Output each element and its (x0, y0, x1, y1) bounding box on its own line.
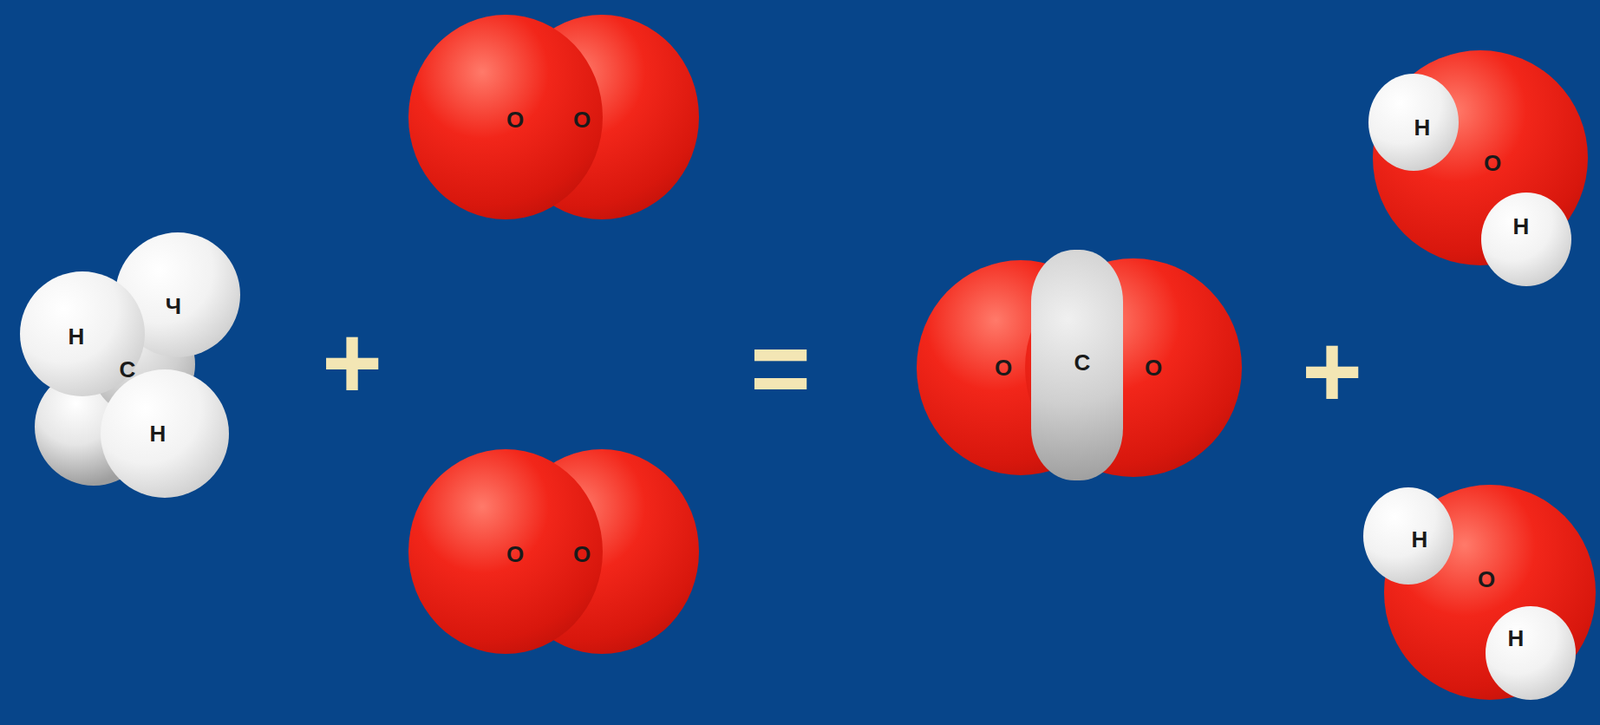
atom-symbol: H (1513, 215, 1530, 238)
atom-symbol: O (1483, 151, 1502, 175)
hydrogen-atom: H (1363, 487, 1454, 585)
atom-symbol: C (1074, 351, 1091, 374)
hydrogen-atom: H (1485, 606, 1576, 700)
hydrogen-atom: H (1368, 73, 1459, 171)
operator-holder: + (1280, 310, 1385, 432)
atom-symbol: H (1414, 116, 1431, 139)
atom-symbol: H (1411, 528, 1429, 551)
atom-symbol: O (506, 542, 524, 566)
atom-symbol: H (68, 325, 85, 348)
atom-symbol: O (1477, 568, 1496, 591)
atom-symbol: O (573, 542, 591, 566)
atom-symbol: O (506, 108, 524, 131)
carbon-atom: C (1031, 249, 1124, 481)
atom-symbol: Ч (165, 294, 182, 318)
equation-operator: = (750, 315, 811, 420)
hydrogen-atom: H (1481, 192, 1572, 287)
atom-symbol: O (1144, 356, 1163, 379)
equation-operator: + (321, 310, 383, 415)
atom-symbol: H (150, 422, 167, 445)
atom-symbol: H (1508, 626, 1525, 650)
equation-operator: + (1301, 319, 1363, 424)
atom-symbol: O (573, 108, 591, 131)
atom-symbol: C (119, 358, 137, 381)
hydrogen-atom: H (100, 369, 229, 498)
operator-holder: = (728, 306, 833, 429)
atom-symbol: O (994, 356, 1013, 379)
operator-holder: + (300, 301, 405, 424)
